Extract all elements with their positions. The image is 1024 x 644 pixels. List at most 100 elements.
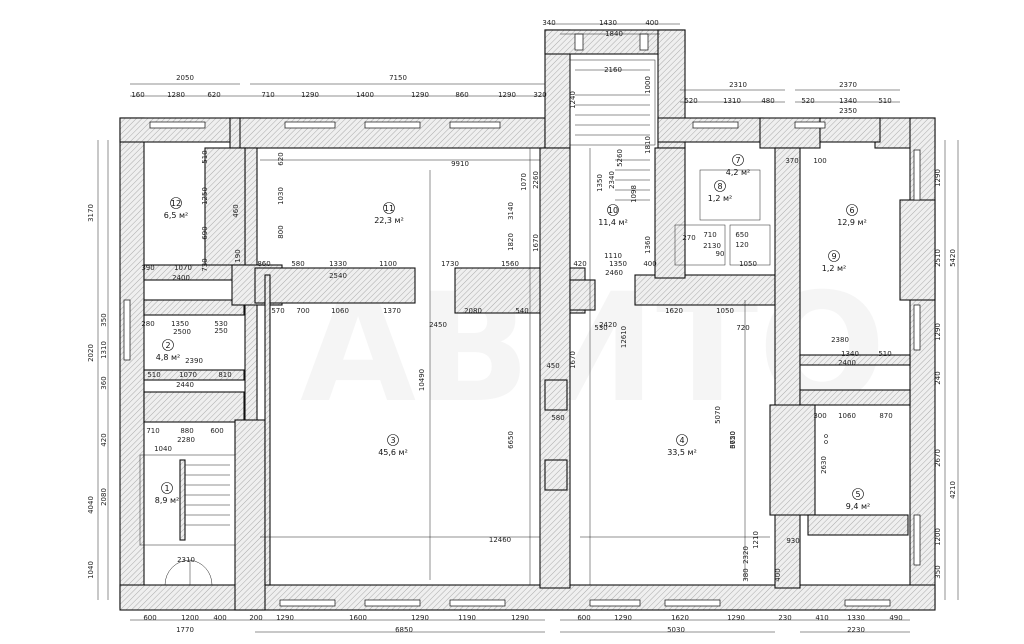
dimension-label: 600 [210,427,223,435]
dimension-label: 2630 [820,456,828,474]
dimension-label: 710 [146,427,159,435]
dimension-label: 320 [533,91,546,99]
dimension-label: 300 [813,412,826,420]
dimension-label: 1200 [934,528,942,546]
room-number-circle [852,488,864,500]
dimension-label: 1210 [752,531,760,549]
dimension-label: 1350 [609,260,627,268]
room-area: 1,2 м² [708,194,733,203]
dimension-label: 1060 [838,412,856,420]
interior-thin-lines [674,169,828,444]
room-number-circle [846,204,858,216]
dimension-label: 700 [296,307,309,315]
room-area: 4,8 м² [156,353,181,362]
dimension-label: 240 [934,371,942,384]
dimension-label: 1330 [847,614,865,622]
room-area: 6,5 м² [164,211,189,220]
dimension-label: 12460 [489,536,511,544]
dimension-label: 1030 [277,187,285,205]
dimension-label: 2340 [608,171,616,189]
dimension-label: 1620 [665,307,683,315]
dimension-label: 2390 [185,357,203,365]
dimension-label: 1820 [507,233,515,251]
room-number-circle [387,434,399,446]
room-number: 8 [717,182,722,191]
dimension-label: 800 [277,225,285,238]
dimension-label: 350 [100,313,108,326]
dimension-label: 2420 [599,321,617,329]
dimension-label: 1620 [671,614,689,622]
dimension-label: 1290 [511,614,529,622]
dimension-label: 860 [455,91,468,99]
dimension-label: 710 [703,231,716,239]
dimension-label: 1070 [174,264,192,272]
dimension-label: 6850 [395,626,413,634]
room-number: 11 [384,204,394,213]
dimension-label: 120 [735,241,748,249]
room-number: 2 [165,341,170,350]
dimension-label: 4040 [87,496,95,514]
windows [123,33,921,607]
dimension-label: 600 [143,614,156,622]
dimension-label: 400 [643,260,656,268]
room-area: 1,2 м² [822,264,847,273]
room-number-circle [676,434,688,446]
dimension-label: 270 [682,234,695,242]
dimension-label: 2510 [934,249,942,267]
dimension-label: 1600 [349,614,367,622]
room-area: 8,9 м² [155,496,180,505]
room-number-circle [607,204,619,216]
dimension-label: 2260 [532,171,540,189]
dimension-label: 1290 [301,91,319,99]
dimension-label: 3140 [507,202,515,220]
dimension-label: 360 [100,376,108,389]
dimension-label: 1350 [596,174,604,192]
dimension-label: 380 [742,568,750,581]
dimension-label: 9910 [451,160,469,168]
room-number: 7 [735,156,740,165]
dimension-label: 400 [213,614,226,622]
dimension-label: 1840 [605,30,623,38]
dimension-label: 2350 [839,107,857,115]
dimension-label: 1670 [569,351,577,369]
room-number-circle [162,339,174,351]
dimension-label: 2280 [177,436,195,444]
dimension-label: 720 [736,324,749,332]
dimension-label: 510 [878,350,891,358]
dimension-label: 710 [261,91,274,99]
dimension-label: 1100 [379,260,397,268]
dimension-label: 480 [761,97,774,105]
room-area: 33,5 м² [667,448,697,457]
dimension-label: 100 [813,157,826,165]
dimension-lines [97,23,959,633]
room-number: 5 [855,490,860,499]
dimension-label: 460 [232,204,240,217]
room-area: 11,4 м² [598,218,628,227]
room-area: 12,9 м² [837,218,867,227]
dimension-label: 1330 [329,260,347,268]
dimension-label: 1670 [532,234,540,252]
dimension-label: 1050 [716,307,734,315]
dimension-label: 160 [131,91,144,99]
room-area: 22,3 м² [374,216,404,225]
dimension-label: 1110 [604,252,622,260]
dimension-label: 1430 [599,19,617,27]
dimension-label: 620 [207,91,220,99]
dimension-label: 1060 [331,307,349,315]
room-number-circle [714,180,726,192]
dimension-label: 2080 [464,307,482,315]
dimension-label: 90 [716,250,725,258]
dimension-label: 1070 [179,371,197,379]
dimension-label: 1290 [411,91,429,99]
doors [164,559,213,586]
room-number-circle [383,202,395,214]
dimension-label: 2050 [176,74,194,82]
dimension-label: 420 [573,260,586,268]
dimension-label: 520 [684,97,697,105]
dimension-label: 1310 [723,97,741,105]
dimension-label: 520 [801,97,814,105]
dimension-label: 200 [249,614,262,622]
room-number: 1 [164,484,169,493]
